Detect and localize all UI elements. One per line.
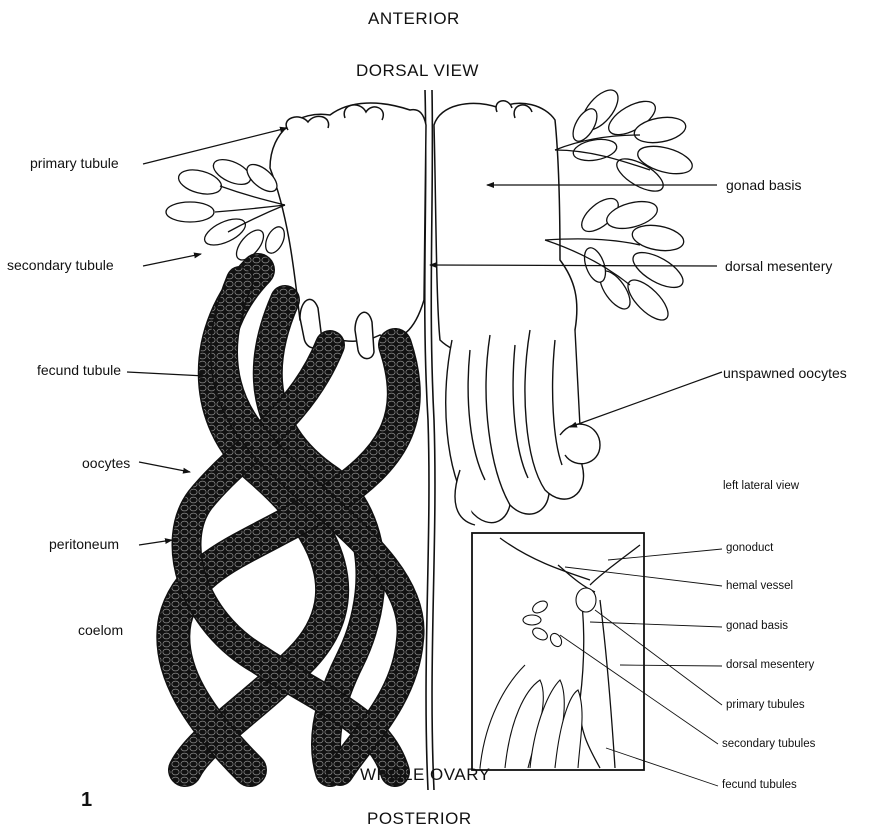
peritoneum-label: peritoneum xyxy=(49,537,119,551)
inset-hemal-vessel-label: hemal vessel xyxy=(726,581,793,593)
view-heading: DORSAL VIEW xyxy=(356,62,479,79)
anterior-heading: ANTERIOR xyxy=(368,10,460,27)
fecund-tubules xyxy=(173,270,410,772)
whole-ovary-heading: WHOLE OVARY xyxy=(360,766,491,783)
inset-title: left lateral view xyxy=(723,481,799,493)
inset-dorsal-mesentery-label: dorsal mesentery xyxy=(726,660,814,672)
gonad-basis-label: gonad basis xyxy=(726,178,802,192)
coelom-label: coelom xyxy=(78,623,123,637)
unspawned-oocytes-label: unspawned oocytes xyxy=(723,366,847,380)
inset-left-lateral-view xyxy=(472,533,722,786)
dorsal-mesentery-line xyxy=(425,90,435,790)
left-gonad-basis xyxy=(270,103,426,359)
inset-gonad-basis-label: gonad basis xyxy=(726,621,788,633)
right-secondary-tubules-upper xyxy=(555,84,695,198)
inset-fecund-tubules-label: fecund tubules xyxy=(722,780,797,792)
inset-primary-tubules-label: primary tubules xyxy=(726,700,805,712)
inset-gonoduct-label: gonoduct xyxy=(726,543,773,555)
fecund-tubule-label: fecund tubule xyxy=(37,363,121,377)
dorsal-mesentery-label: dorsal mesentery xyxy=(725,259,832,273)
figure-number: 1 xyxy=(81,790,92,810)
primary-tubule-label: primary tubule xyxy=(30,156,119,170)
left-secondary-tubules xyxy=(166,154,288,264)
right-gonad-basis xyxy=(434,101,577,358)
right-fecund-loops xyxy=(446,330,600,525)
posterior-heading: POSTERIOR xyxy=(367,810,472,827)
secondary-tubule-label: secondary tubule xyxy=(7,258,114,272)
inset-secondary-tubules-label: secondary tubules xyxy=(722,739,815,751)
oocytes-label: oocytes xyxy=(82,456,130,470)
